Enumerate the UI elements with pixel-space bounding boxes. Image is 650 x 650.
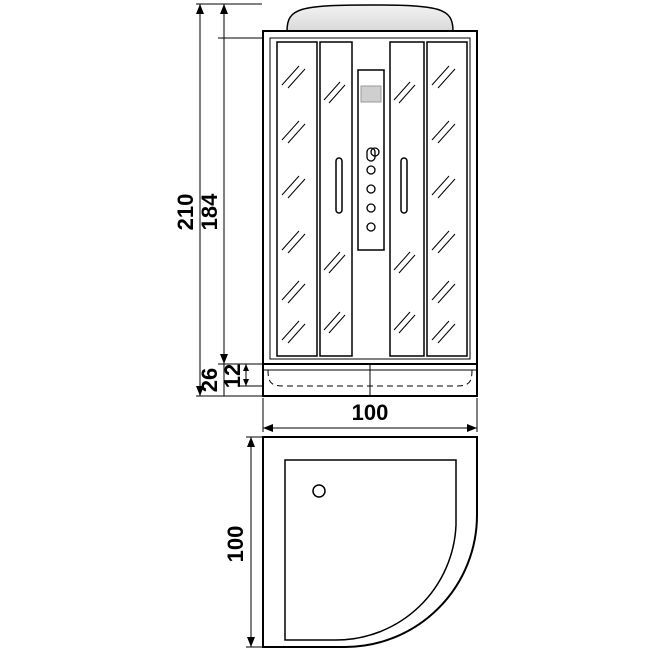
depth-label: 100 [223, 526, 248, 563]
dimension-lines-front [196, 3, 478, 432]
right-fixed-panel [426, 41, 468, 357]
jet-icon [366, 222, 376, 232]
roof-dome [286, 4, 454, 32]
tray-inner-height-label: 12 [220, 364, 245, 388]
jet-icon [366, 165, 376, 175]
dimension-labels: 210 184 26 12 100 100 [173, 193, 388, 562]
cabin-height-label: 184 [197, 193, 222, 230]
tray-outer-contour [262, 436, 478, 648]
jet-icon [366, 184, 376, 194]
dimension-lines-plan [246, 436, 262, 648]
drain-icon [312, 484, 326, 498]
control-display [360, 85, 382, 103]
door-handle-right [400, 157, 408, 214]
width-label: 100 [352, 400, 389, 425]
left-door-panel [319, 41, 353, 357]
total-height-label: 210 [173, 194, 198, 231]
tray-height-label: 26 [197, 368, 222, 392]
left-fixed-panel [276, 41, 318, 357]
jet-icon [370, 147, 380, 157]
tray-inner-contour [284, 459, 457, 641]
cabin-inner-frame [269, 37, 471, 360]
jet-icon [366, 203, 376, 213]
right-door-panel [389, 41, 425, 357]
plan-view [262, 436, 478, 648]
hydromassage-panel [357, 69, 385, 251]
glass-reflections [281, 65, 456, 344]
overhead-shower-icon [366, 147, 376, 162]
door-handle-left [335, 157, 343, 214]
front-view [262, 4, 478, 397]
